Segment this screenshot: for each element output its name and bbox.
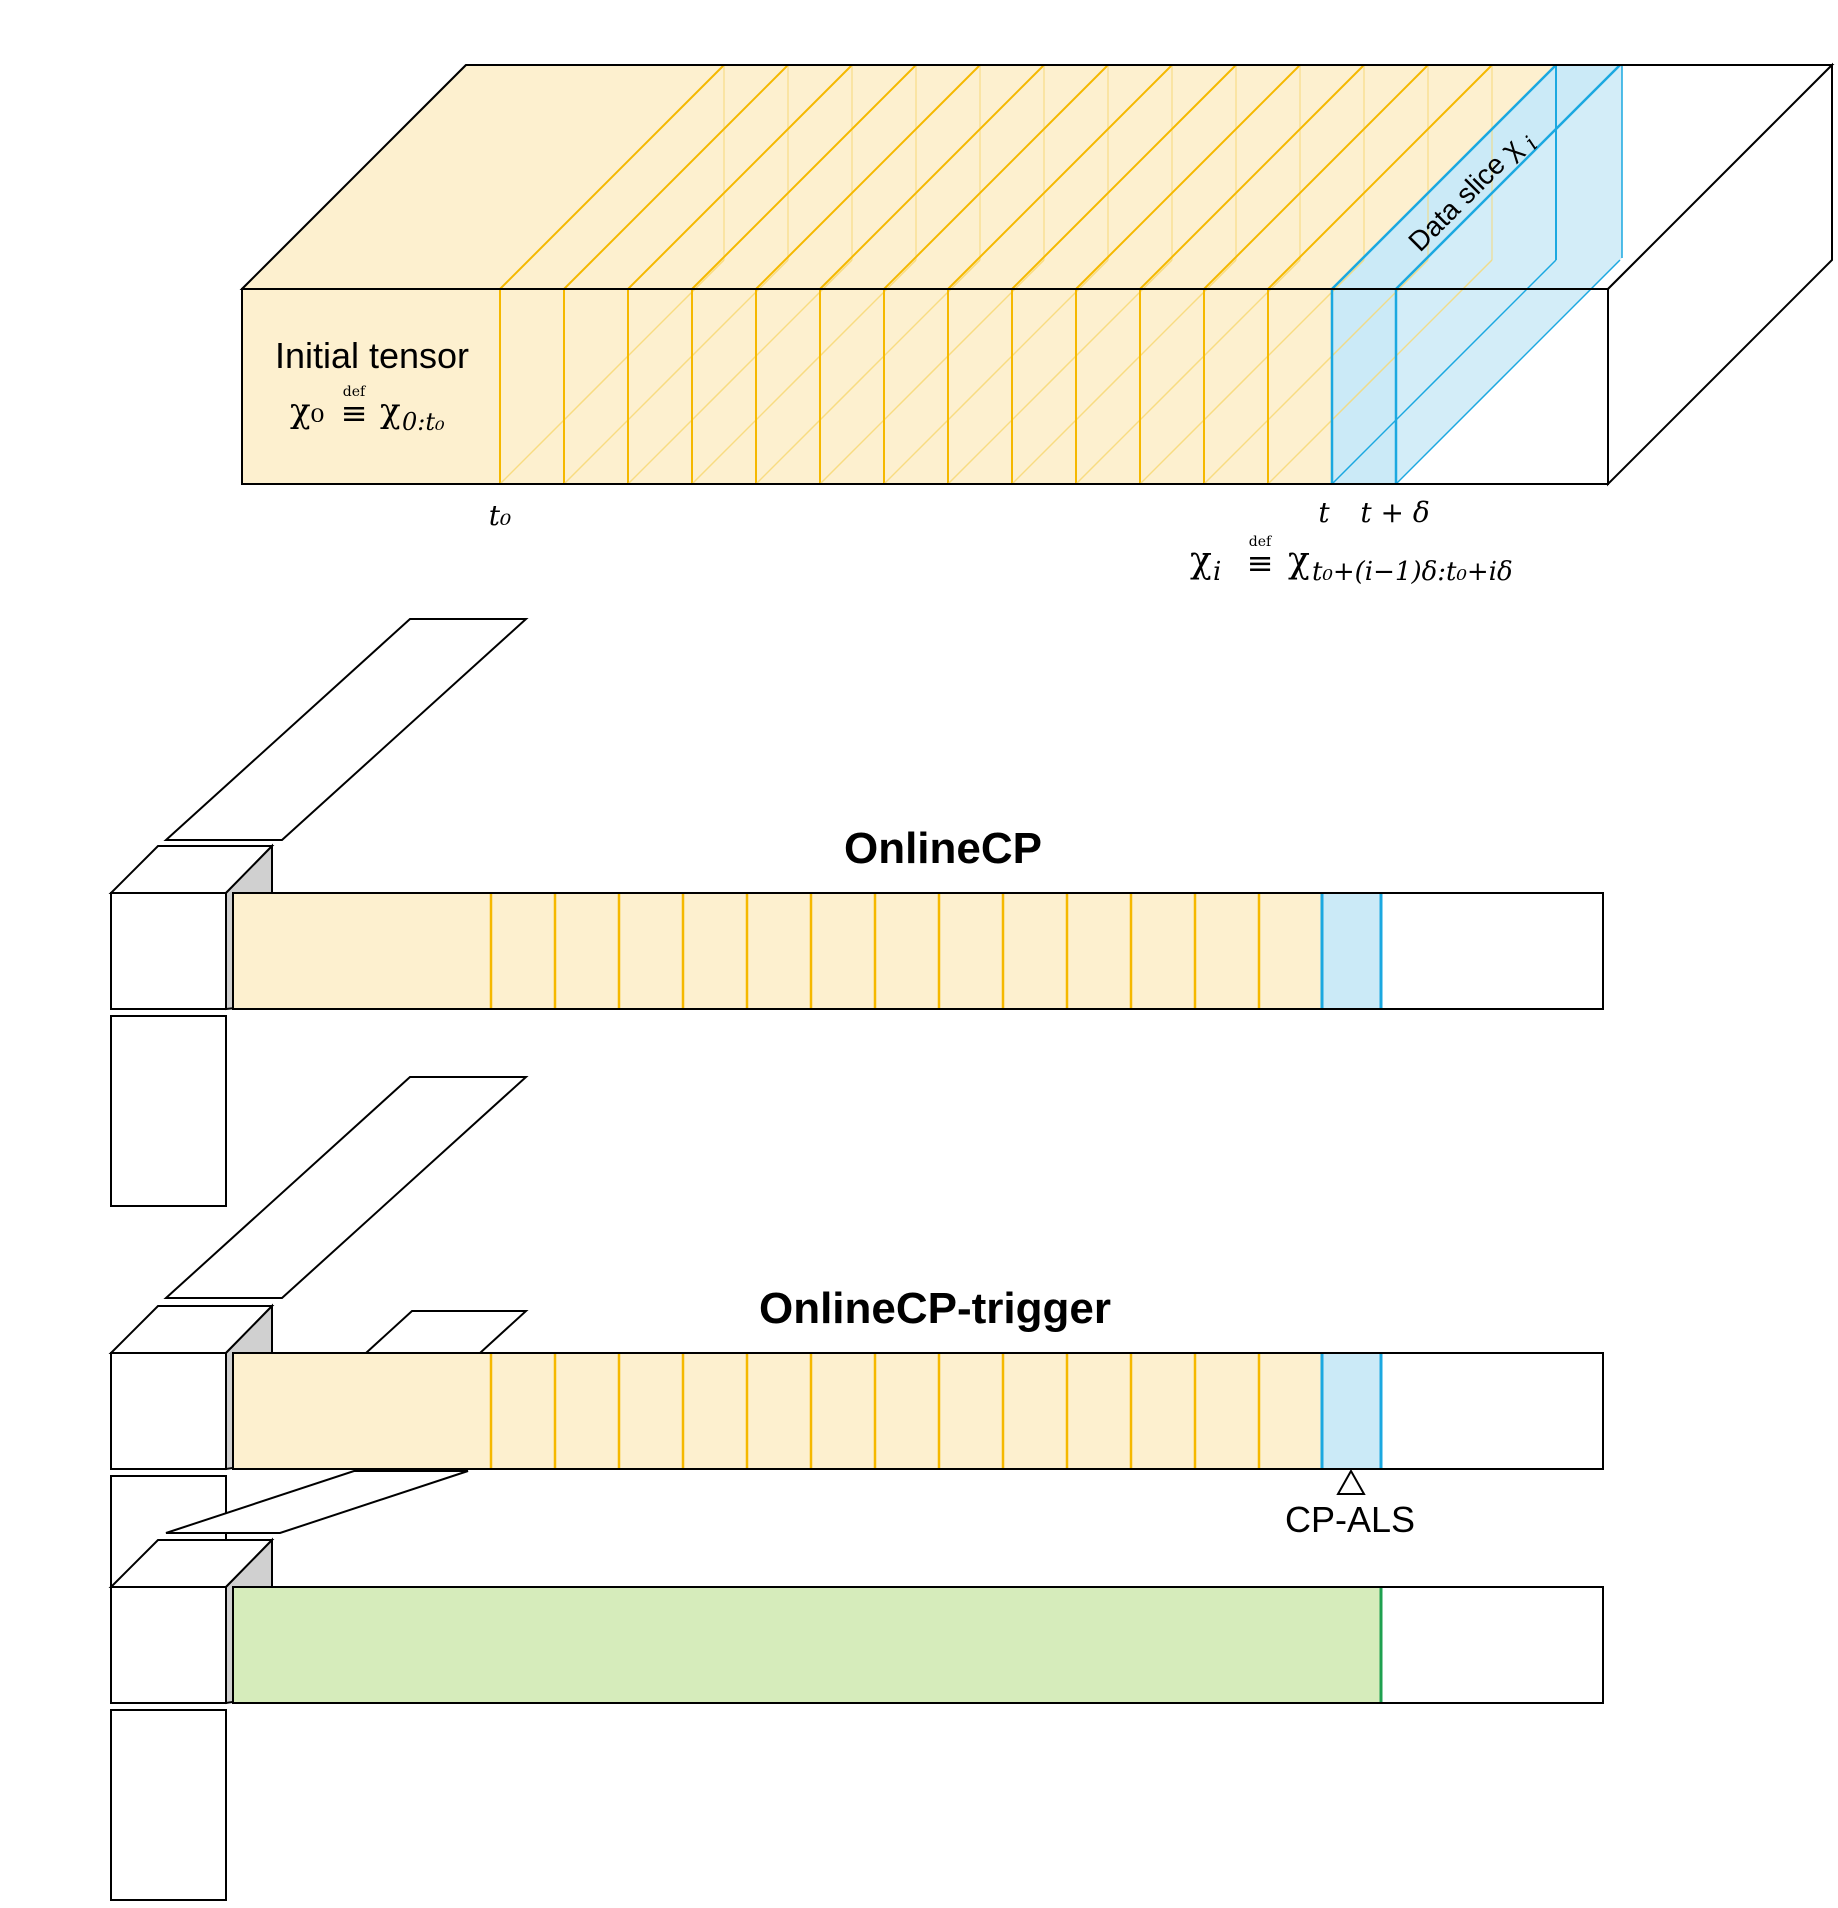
onlinecp-bar-filled	[234, 894, 1322, 1008]
xi-lhs: χ	[1190, 540, 1212, 581]
cpals-factor-a	[110, 1586, 227, 1704]
initial-tensor-label: Initial tensor	[275, 335, 469, 376]
slice-top-diagonal	[563, 64, 789, 290]
trigger-title: OnlineCP-trigger	[759, 1284, 1111, 1333]
slice-top-diagonal	[1203, 64, 1429, 290]
onlinecp-panel: OnlineCP	[108, 618, 1604, 1207]
cpals-trigger-marker	[1336, 1468, 1366, 1495]
trigger-bar-filled	[234, 1354, 1322, 1468]
slice-top-diagonal	[499, 64, 725, 290]
trigger-slice-lines	[489, 1354, 1383, 1468]
new-slice-depth-diagonal	[1395, 259, 1621, 485]
cpals-panel	[108, 1470, 1604, 1901]
tensor-front-filled	[242, 289, 1332, 484]
onlinecp-title: OnlineCP	[844, 824, 1042, 873]
slice-depth-diagonal	[1203, 259, 1429, 485]
t0-tick-label: t₀	[489, 499, 511, 532]
tensor-top-left-edge	[241, 64, 467, 290]
onlinecp-factor-a	[110, 892, 227, 1010]
slice-top-diagonal	[1011, 64, 1237, 290]
cpals-label: CP-ALS	[1285, 1499, 1415, 1540]
trigger-bar-new-slice	[1322, 1354, 1381, 1468]
xi-definition: χ i def ≡ χ t₀+(i−1)δ:t₀+iδ	[1190, 534, 1513, 587]
trigger-factor-c	[163, 1076, 529, 1299]
slice-depth-diagonal	[499, 259, 725, 485]
slice-depth-diagonal	[563, 259, 789, 485]
slice-top-diagonal	[627, 64, 853, 290]
slice-top-diagonal	[947, 64, 1173, 290]
x0-lhs: χ₀	[290, 391, 324, 431]
cpals-bar-filled	[234, 1588, 1381, 1702]
xi-lhs-subscript: i	[1213, 557, 1221, 587]
slice-lines	[499, 64, 1623, 485]
xi-def-mark: def	[1249, 534, 1273, 550]
x0-rhs: χ	[380, 391, 401, 431]
tensor-top-face-filled	[242, 65, 1556, 289]
x0-definition: χ₀ def ≡ χ 0:t₀	[290, 384, 445, 436]
slice-depth-diagonal	[883, 259, 1109, 485]
tensor-front-outline	[241, 288, 1609, 485]
slice-depth-diagonal	[691, 259, 917, 485]
cpals-factor-c	[165, 1470, 469, 1534]
slice-top-diagonal	[755, 64, 981, 290]
xi-rhs-subscript: t₀+(i−1)δ:t₀+iδ	[1312, 557, 1513, 587]
onlinecp-factor-c	[163, 618, 529, 841]
slice-depth-diagonal	[819, 259, 1045, 485]
x0-def-equiv: ≡	[341, 394, 368, 432]
onlinecp-slice-lines	[489, 894, 1383, 1008]
slice-depth-diagonal	[755, 259, 981, 485]
t-delta-tick-label: t + δ	[1360, 496, 1429, 529]
t-tick-label: t	[1318, 496, 1330, 529]
slice-top-diagonal	[691, 64, 917, 290]
slice-top-diagonal	[1139, 64, 1365, 290]
slice-depth-diagonal	[947, 259, 1173, 485]
xi-def-equiv: ≡	[1247, 544, 1274, 582]
x0-def-mark: def	[343, 384, 367, 400]
slice-top-diagonal	[1075, 64, 1301, 290]
slice-top-diagonal	[883, 64, 1109, 290]
tensor-3d	[239, 62, 1835, 487]
cpals-factor-b	[110, 1709, 227, 1901]
x0-rhs-subscript: 0:t₀	[402, 408, 445, 436]
onlinecp-factor-b	[110, 1015, 227, 1207]
trigger-panel: OnlineCP-trigger CP-ALS	[108, 1076, 1604, 1587]
onlinecp-bar-new-slice	[1322, 894, 1381, 1008]
new-slice-depth-diagonal	[1331, 259, 1557, 485]
slice-depth-diagonal	[627, 259, 853, 485]
slice-top-diagonal	[819, 64, 1045, 290]
xi-rhs: χ	[1288, 540, 1310, 581]
trigger-factor-c-small	[363, 1310, 529, 1354]
slice-depth-diagonal	[1011, 259, 1237, 485]
slice-top-diagonal	[1267, 64, 1493, 290]
slice-depth-diagonal	[1075, 259, 1301, 485]
trigger-factor-a	[110, 1352, 227, 1470]
slice-depth-diagonal	[1267, 259, 1493, 485]
new-slice-top-diagonal	[1395, 64, 1621, 290]
new-slice-top-diagonal	[1331, 64, 1557, 290]
slice-depth-diagonal	[1139, 259, 1365, 485]
